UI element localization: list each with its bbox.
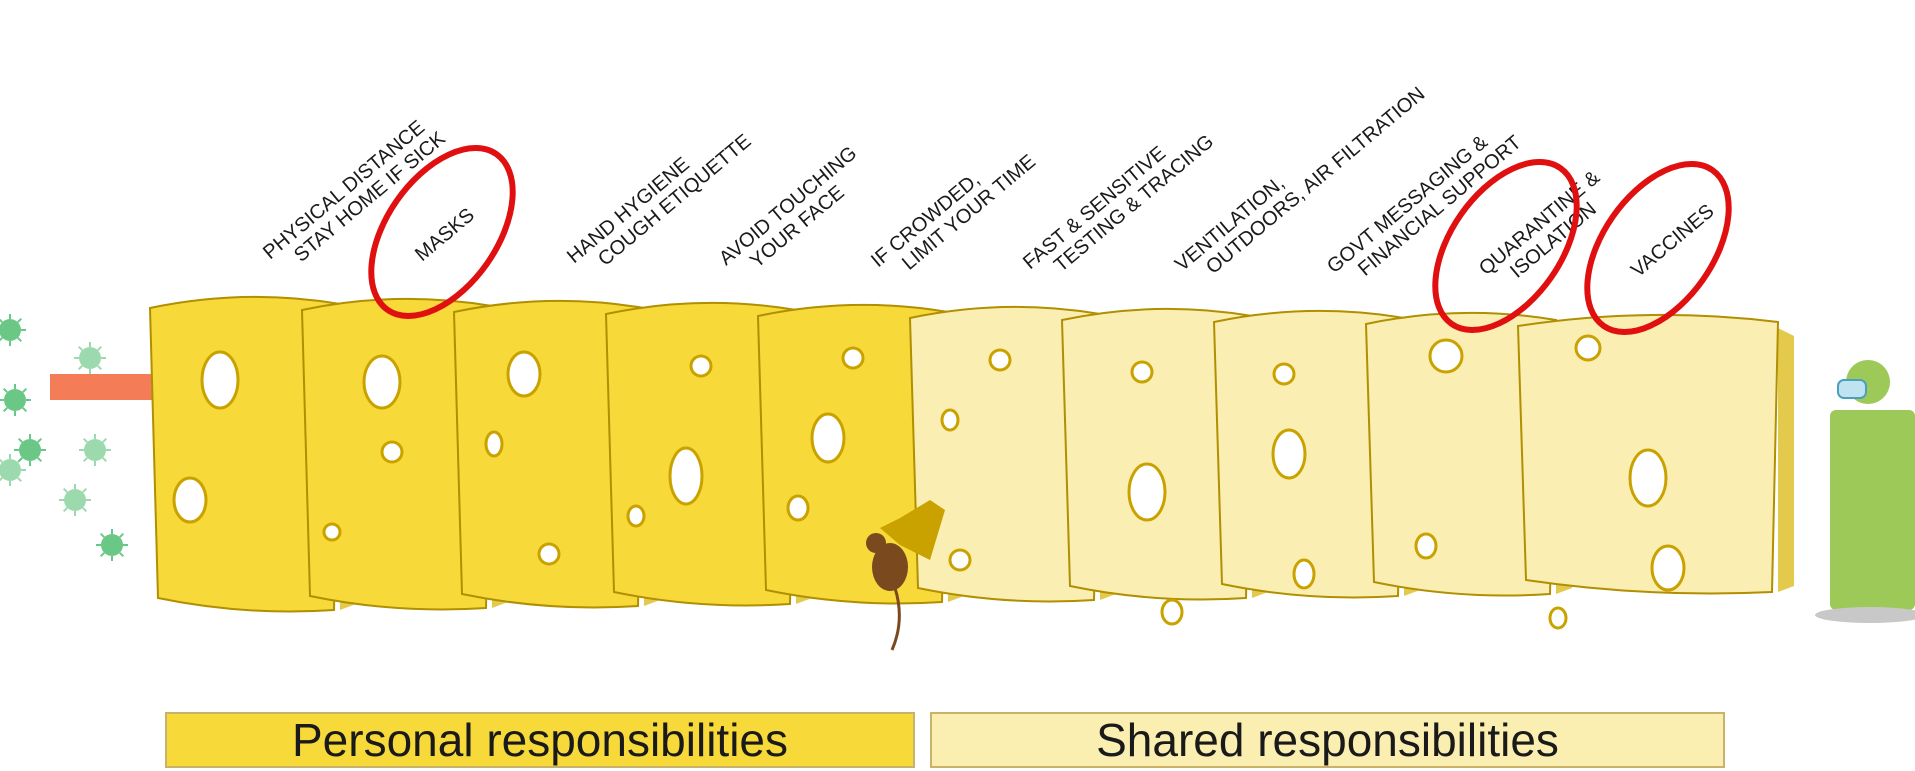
person-figure: [1815, 360, 1915, 623]
layer-label: VACCINES: [1627, 200, 1718, 282]
cheese-slices: [150, 297, 1794, 628]
layer-label-line1: VACCINES: [1627, 200, 1718, 282]
cheese-slice: [1518, 315, 1794, 628]
layer-label: AVOID TOUCHINGYOUR FACE: [715, 142, 875, 286]
virus-particle: [79, 434, 111, 466]
shared-responsibilities-box: Shared responsibilities: [930, 712, 1725, 768]
virus-particle: [59, 484, 91, 516]
virus-particle: [96, 529, 128, 561]
layer-label-line1: FAST & SENSITIVE: [1019, 142, 1170, 274]
layer-label-line1: MASKS: [411, 204, 479, 266]
layer-label: MASKS: [411, 204, 479, 266]
personal-responsibilities-box: Personal responsibilities: [165, 712, 915, 768]
virus-particle: [74, 342, 106, 374]
layer-label: QUARANTINE &ISOLATION: [1475, 166, 1619, 297]
virus-particle: [0, 314, 26, 346]
virus-particle: [0, 384, 31, 416]
layer-label: IF CROWDED,LIMIT YOUR TIME: [867, 134, 1040, 289]
